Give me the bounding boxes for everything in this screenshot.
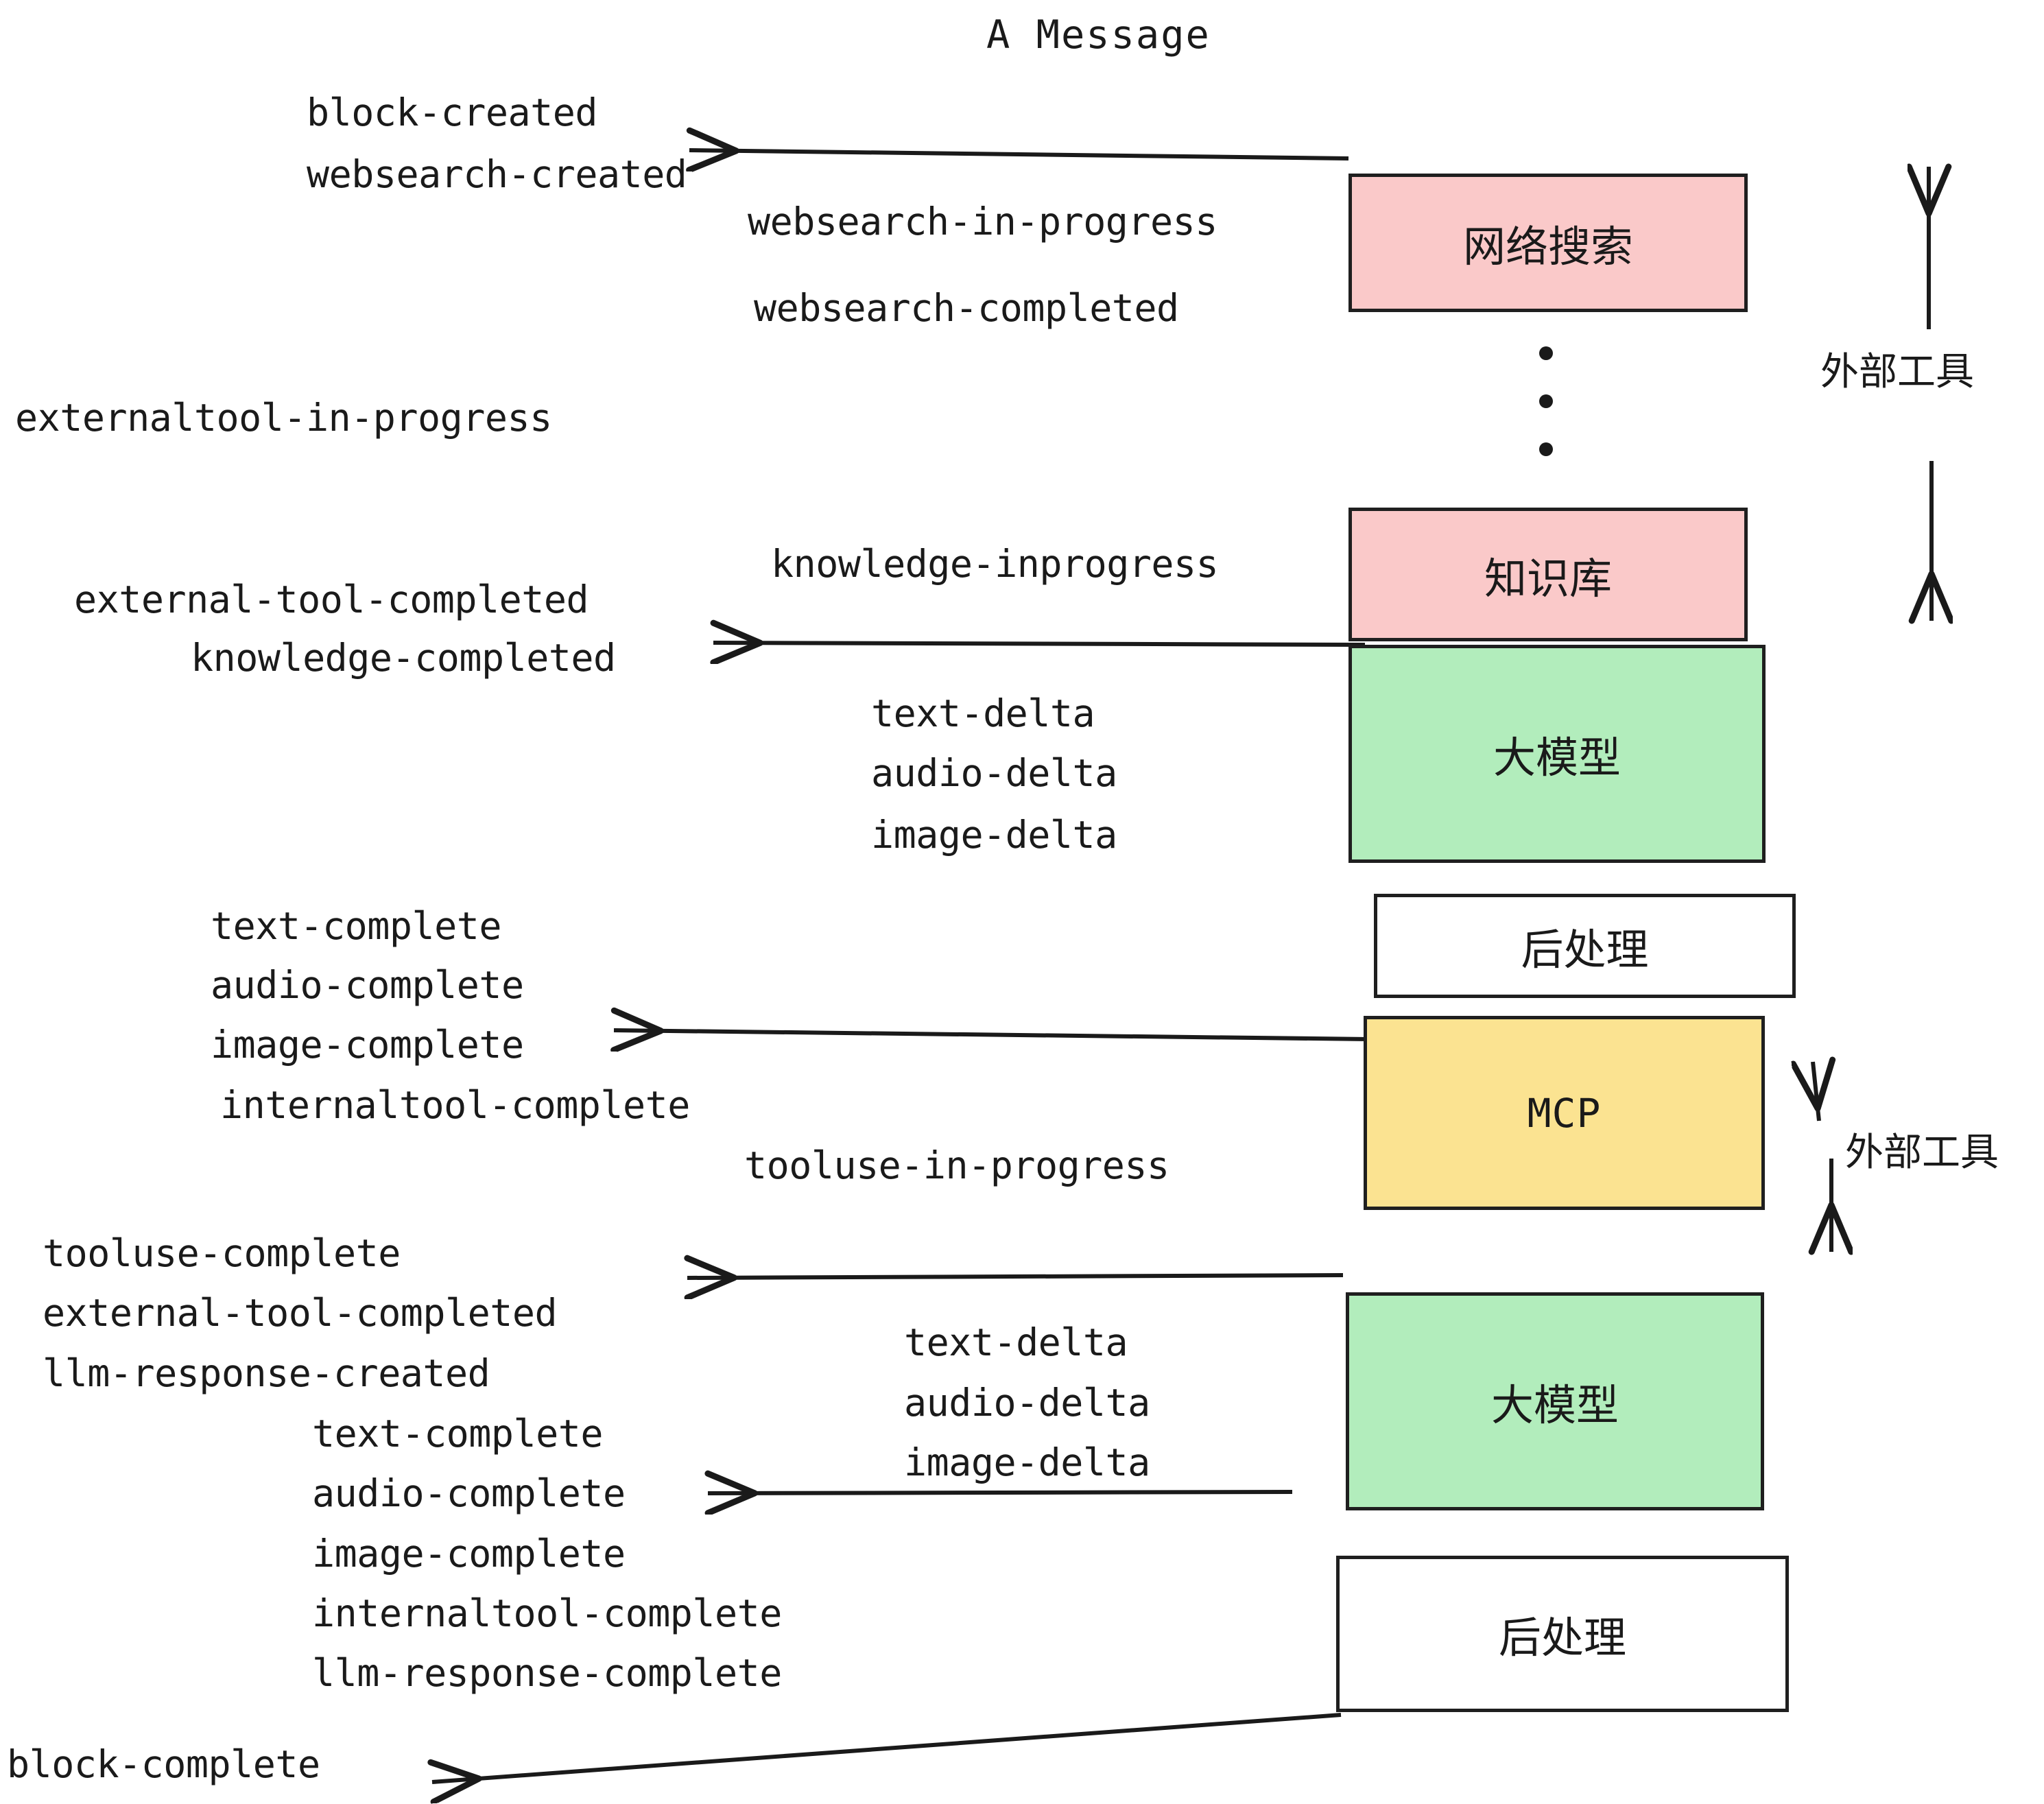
page-title: A Message	[986, 12, 1211, 58]
event-tooluse-in-progress: tooluse-in-progress	[744, 1143, 1169, 1187]
event-knowledge-completed: knowledge-completed	[191, 636, 616, 680]
event-text-complete-2: text-complete	[312, 1412, 603, 1456]
box-mcp[interactable]: MCP	[1364, 1016, 1765, 1210]
event-image-delta-2: image-delta	[904, 1440, 1150, 1484]
event-image-complete-2: image-complete	[312, 1532, 626, 1576]
event-audio-delta-2: audio-delta	[904, 1381, 1150, 1425]
event-websearch-created: websearch-created	[307, 152, 687, 196]
arrow-external-tools-bottom-up	[1813, 1062, 1819, 1121]
event-audio-delta-1: audio-delta	[871, 751, 1117, 795]
event-internaltool-complete-2: internaltool-complete	[312, 1591, 782, 1635]
event-block-created: block-created	[307, 91, 597, 134]
box-postprocess-bottom[interactable]: 后处理	[1336, 1556, 1789, 1712]
dot-icon	[1539, 394, 1553, 408]
event-audio-complete-2: audio-complete	[312, 1471, 626, 1515]
vertical-ellipsis	[1538, 346, 1554, 456]
event-llm-response-complete: llm-response-complete	[312, 1651, 782, 1695]
arrow-mcp-to-tooluse-complete	[687, 1275, 1344, 1278]
event-tooluse-complete: tooluse-complete	[43, 1231, 401, 1275]
event-audio-complete-1: audio-complete	[211, 963, 524, 1007]
event-image-complete-1: image-complete	[211, 1023, 524, 1067]
dot-icon	[1539, 442, 1553, 456]
event-knowledge-inprogress: knowledge-inprogress	[771, 542, 1219, 586]
box-llm-bottom[interactable]: 大模型	[1346, 1292, 1764, 1510]
box-llm-top[interactable]: 大模型	[1348, 645, 1766, 863]
event-image-delta-1: image-delta	[871, 813, 1117, 857]
event-block-complete: block-complete	[7, 1742, 320, 1786]
label-external-tools-top: 外部工具	[1820, 350, 1974, 394]
event-externaltool-in-progress: externaltool-in-progress	[15, 396, 552, 440]
box-knowledge[interactable]: 知识库	[1348, 508, 1748, 641]
label-external-tools-bottom: 外部工具	[1845, 1130, 1999, 1175]
event-text-delta-2: text-delta	[904, 1320, 1128, 1364]
arrow-knowledge-to-knowledge-completed	[713, 643, 1366, 645]
box-postprocess-top[interactable]: 后处理	[1374, 894, 1796, 998]
event-internaltool-complete-1: internaltool-complete	[220, 1083, 690, 1127]
event-external-tool-completed-1: external-tool-completed	[74, 578, 589, 621]
box-websearch[interactable]: 网络搜索	[1348, 174, 1748, 312]
event-text-complete-1: text-complete	[211, 904, 501, 948]
event-external-tool-completed-2: external-tool-completed	[43, 1291, 558, 1335]
event-text-delta-1: text-delta	[871, 691, 1095, 735]
arrow-websearch-to-block-created	[689, 150, 1349, 158]
arrow-mcp-to-image-complete	[614, 1030, 1370, 1039]
arrow-llm-to-audio-complete	[708, 1492, 1293, 1493]
arrow-postprocess-to-block-complete	[432, 1713, 1342, 1782]
event-llm-response-created: llm-response-created	[43, 1351, 490, 1395]
event-websearch-completed: websearch-completed	[754, 286, 1179, 330]
event-websearch-in-progress: websearch-in-progress	[748, 200, 1217, 244]
dot-icon	[1539, 346, 1553, 360]
